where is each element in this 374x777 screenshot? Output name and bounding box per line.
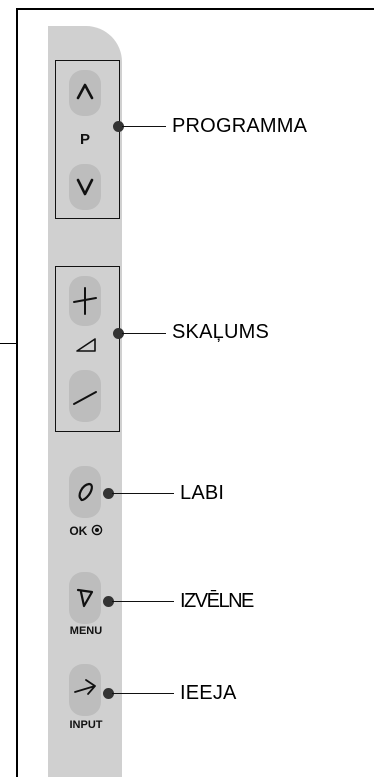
ok-callout: LABI	[180, 482, 225, 504]
menu-label: MENU	[69, 625, 103, 637]
programme-down-button[interactable]	[69, 164, 101, 210]
programme-letter: P	[79, 131, 90, 148]
ok-icon	[78, 482, 93, 502]
chevron-down-icon	[76, 178, 94, 196]
programme-callout: PROGRAMMA	[172, 115, 308, 137]
input-leader	[112, 693, 174, 695]
ok-button[interactable]	[69, 466, 101, 518]
input-dot	[103, 688, 114, 699]
programme-group	[55, 60, 120, 219]
input-icon	[74, 679, 96, 695]
volume-icon	[76, 338, 96, 352]
volume-callout: SKAĻUMS	[172, 321, 269, 343]
programme-leader	[122, 126, 166, 128]
frame-left-line	[16, 8, 18, 777]
ok-label-wrap: OK	[62, 524, 110, 538]
input-label: INPUT	[69, 719, 103, 731]
plus-icon	[73, 287, 97, 315]
menu-dot	[103, 596, 114, 607]
ok-dot	[103, 488, 114, 499]
input-button[interactable]	[69, 664, 101, 716]
menu-callout: IZVĒLNE	[180, 590, 254, 612]
frame-top-line	[16, 8, 374, 10]
volume-down-button[interactable]	[69, 370, 101, 422]
menu-button[interactable]	[69, 572, 101, 624]
ok-leader	[112, 493, 174, 495]
volume-dot	[113, 328, 124, 339]
volume-leader	[122, 333, 166, 335]
volume-up-button[interactable]	[69, 276, 101, 326]
menu-icon	[76, 588, 94, 608]
minus-icon	[73, 391, 97, 405]
frame-tick	[0, 343, 17, 345]
ok-label: OK	[69, 524, 88, 538]
programme-dot	[113, 121, 124, 132]
volume-group	[55, 266, 120, 432]
programme-up-button[interactable]	[69, 70, 101, 116]
target-icon	[91, 524, 102, 536]
input-callout: IEEJA	[180, 682, 237, 704]
menu-leader	[112, 601, 174, 603]
chevron-up-icon	[76, 83, 94, 100]
